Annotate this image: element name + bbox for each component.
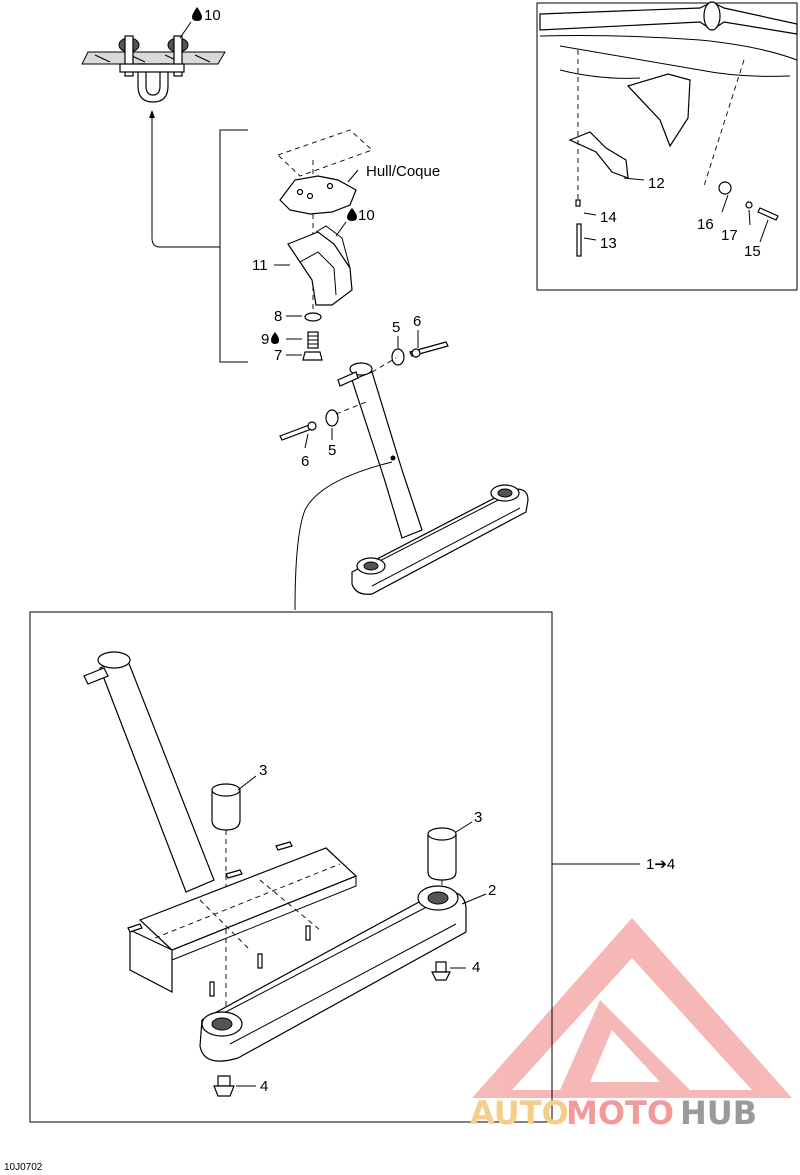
watermark-moto: MOTO (566, 1094, 674, 1132)
assembly-bracket (219, 129, 248, 363)
watermark-text: AUTO MOTO HUB (470, 1094, 757, 1132)
callout-10-mid: 10 (358, 207, 375, 224)
callout-13: 13 (600, 235, 617, 252)
watermark-logo (472, 918, 792, 1098)
callout-9: 9 (261, 331, 269, 348)
callout-hull: Hull/Coque (366, 163, 440, 180)
callout-2: 2 (488, 882, 496, 899)
callout-11: 11 (252, 257, 268, 274)
callout-12: 12 (648, 175, 665, 192)
watermark-hub: HUB (680, 1094, 757, 1132)
lubricant-drop-icon (271, 332, 279, 344)
callout-4-right: 4 (472, 959, 480, 976)
inset-detail-box (536, 1, 798, 291)
callout-14: 14 (600, 209, 617, 226)
lubricant-drop-icon (192, 7, 202, 21)
callout-4-bottom: 4 (260, 1078, 268, 1095)
callout-17: 17 (721, 227, 738, 244)
mount-assembly (271, 129, 373, 361)
callout-3-left: 3 (259, 762, 267, 779)
callout-7: 7 (274, 347, 282, 364)
callout-range: 1➔4 (646, 856, 675, 873)
callout-6-left: 6 (301, 453, 309, 470)
lubricant-drop-icon (347, 208, 357, 221)
callout-8: 8 (274, 308, 282, 325)
callout-15: 15 (744, 243, 761, 260)
callout-10-top: 10 (204, 7, 221, 24)
callout-5-right: 5 (392, 319, 400, 336)
arm-assembly (279, 330, 529, 611)
lower-detail-box (29, 611, 640, 1123)
figure-code: 10J0702 (4, 1162, 43, 1173)
callout-3-right: 3 (474, 809, 482, 826)
callout-16: 16 (697, 216, 714, 233)
callout-5-left: 5 (328, 442, 336, 459)
hull-section-detail (81, 7, 226, 248)
callout-6-right: 6 (413, 313, 421, 330)
watermark-auto: AUTO (470, 1094, 569, 1132)
